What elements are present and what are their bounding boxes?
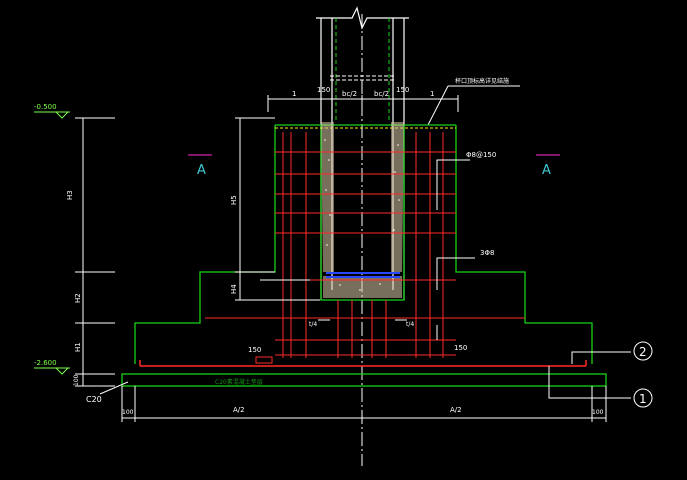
elevation-bottom-marker (34, 367, 70, 375)
dim-a2-right: A/2 (450, 406, 462, 414)
label-t-right: t/4 (406, 321, 414, 328)
c20-label: C20 (86, 395, 102, 404)
rebar-note-2: 3Φ8 (480, 249, 494, 257)
label-150-bottom: 150 (248, 346, 261, 354)
pad-text: C20素混凝土垫层 (215, 378, 263, 386)
section-a-left: A (197, 163, 206, 178)
dim-a2-left: A/2 (233, 406, 245, 414)
callout-1: 1 (633, 388, 653, 408)
dim-1-right: 1 (430, 90, 434, 98)
dim-150-left: 150 (317, 86, 330, 94)
h3-label: H3 (66, 190, 74, 200)
dim-bc2-right: bc/2 (374, 90, 389, 98)
dim-bc2-left: bc/2 (342, 90, 357, 98)
elevation-top-text: -0.500 (34, 103, 57, 111)
elevation-top-marker (34, 111, 70, 119)
callout-2: 2 (633, 341, 653, 361)
callout-leaders (548, 351, 631, 399)
foundation-outline (121, 124, 607, 387)
h2-label: H2 (74, 293, 82, 303)
section-a-right: A (542, 163, 551, 178)
column-break-line (316, 6, 409, 30)
dim-100-right: 100 (592, 409, 604, 416)
h4-label: H4 (230, 284, 238, 294)
rebar-grid (205, 132, 525, 358)
column-green-lines (335, 18, 390, 120)
left-dimension (75, 117, 320, 387)
cup-grout-dots (324, 139, 400, 291)
callout-1-text: 1 (639, 392, 647, 406)
column-base-plate (326, 272, 400, 278)
rebar-note-leaders (436, 159, 475, 340)
cup-note-text: 杯口顶标高详见结施 (455, 77, 509, 85)
c20-leader (99, 381, 129, 395)
label-t-left: t/4 (309, 321, 317, 328)
dim-150-right: 150 (396, 86, 409, 94)
column-dashed-top (330, 75, 396, 81)
h1-label: H1 (74, 342, 82, 352)
cup-grout (321, 122, 404, 298)
cup-note-leader (427, 85, 449, 126)
dim-1-left: 1 (292, 90, 296, 98)
h-100-label: 100 (73, 374, 80, 386)
elevation-bottom-text: -2.600 (34, 359, 57, 367)
top-dimension (267, 95, 459, 112)
bottom-dimension (121, 386, 607, 422)
h5-label: H5 (230, 195, 238, 205)
dim-100-left: 100 (122, 409, 134, 416)
rebar-note-1: Φ8@150 (466, 151, 496, 159)
label-150-right: 150 (454, 344, 467, 352)
spacer-block (255, 356, 273, 364)
callout-2-text: 2 (639, 345, 647, 359)
